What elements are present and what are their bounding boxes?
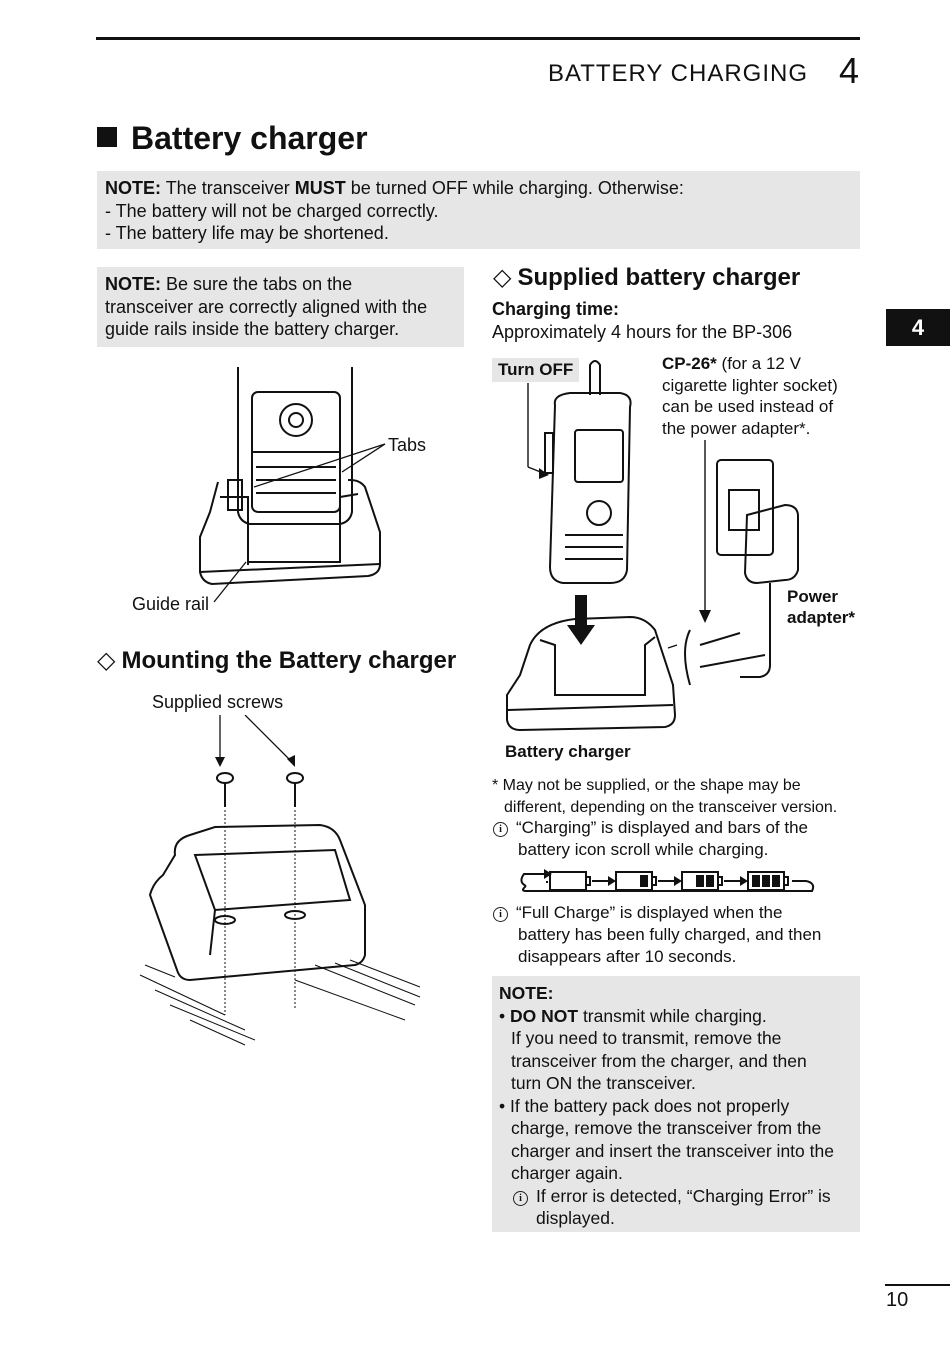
info-icon: i bbox=[493, 907, 508, 922]
info-full-charge: i“Full Charge” is displayed when the bat… bbox=[493, 902, 821, 968]
diamond-icon: ◇ bbox=[493, 264, 512, 291]
info-charging: i“Charging” is displayed and bars of the… bbox=[493, 817, 808, 861]
charging-time-value: Approximately 4 hours for the BP-306 bbox=[492, 322, 793, 342]
mounting-title: ◇Mounting the Battery charger bbox=[97, 647, 457, 674]
bottom-note: NOTE: • DO NOT transmit while charging. … bbox=[492, 976, 860, 1232]
guide-rail-label: Guide rail bbox=[132, 594, 210, 614]
supplied-charger-illustration bbox=[506, 360, 799, 732]
chapter-number: 4 bbox=[838, 50, 859, 91]
top-note: NOTE: The transceiver MUST be turned OFF… bbox=[97, 171, 860, 249]
left-note: NOTE: Be sure the tabs on the transceive… bbox=[97, 267, 464, 347]
page-number: 10 bbox=[886, 1289, 909, 1311]
chapter-title: BATTERY CHARGING bbox=[547, 60, 808, 87]
cp26-description: CP-26* (for a 12 V cigarette lighter soc… bbox=[662, 354, 838, 438]
charger-with-transceiver-illustration bbox=[199, 367, 386, 603]
chapter-side-tab: 4 bbox=[886, 309, 950, 346]
mounting-illustration bbox=[139, 715, 421, 1046]
battery-icon-sequence bbox=[520, 869, 815, 892]
diamond-icon: ◇ bbox=[97, 647, 116, 674]
header-rule bbox=[96, 37, 860, 40]
power-adapter-label: Power adapter* bbox=[787, 587, 856, 627]
tabs-label: Tabs bbox=[388, 435, 427, 455]
supplied-charger-title: ◇Supplied battery charger bbox=[493, 264, 801, 291]
battery-charger-label: Battery charger bbox=[505, 742, 631, 761]
info-icon: i bbox=[513, 1190, 528, 1206]
square-bullet-icon bbox=[97, 127, 117, 147]
turn-off-label: Turn OFF bbox=[492, 358, 580, 382]
footnote: * May not be supplied, or the shape may … bbox=[492, 777, 838, 816]
supplied-screws-label: Supplied screws bbox=[152, 692, 284, 712]
page-number-rule bbox=[885, 1284, 950, 1286]
charging-time-label: Charging time: bbox=[492, 299, 620, 319]
info-icon: i bbox=[493, 822, 508, 837]
section-title: Battery charger bbox=[97, 120, 368, 157]
